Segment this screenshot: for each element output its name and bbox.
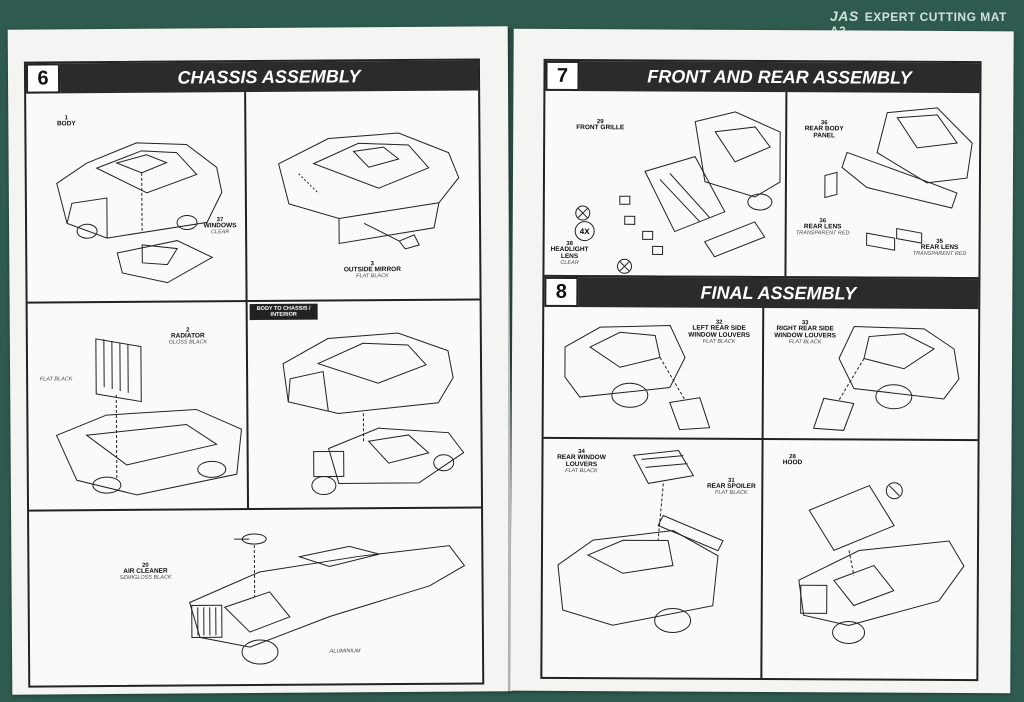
left-louvers-finish: FLAT BLACK bbox=[702, 338, 736, 345]
flat-black-callout: FLAT BLACK bbox=[36, 376, 76, 383]
rear-spoiler-callout: 31 REAR SPOILER FLAT BLACK bbox=[703, 478, 759, 497]
rear-assembly-illustration bbox=[824, 107, 973, 251]
grille-callout: 29 FRONT GRILLE bbox=[575, 119, 625, 132]
body-name: BODY bbox=[56, 120, 76, 128]
mirror-callout: 3 OUTSIDE MIRROR FLAT BLACK bbox=[327, 261, 417, 281]
rear-lens-36-finish: TRANSPARENT RED bbox=[795, 230, 850, 237]
mirror-illustration bbox=[278, 132, 460, 250]
step8-divider-v bbox=[760, 308, 765, 679]
hood-illustration bbox=[798, 482, 965, 644]
step6-divider-1 bbox=[27, 298, 480, 304]
step8-number: 8 bbox=[544, 276, 579, 308]
step8-divider-h bbox=[543, 436, 978, 442]
step6-frame: 6 CHASSIS ASSEMBLY 1 BODY 37 WINDOWS CLE… bbox=[23, 58, 485, 688]
body-callout: 1 BODY bbox=[46, 115, 86, 128]
headlight-callout: 38 HEADLIGHT LENS CLEAR bbox=[546, 241, 592, 267]
right-louvers-name: RIGHT REAR SIDE WINDOW LOUVERS bbox=[774, 325, 837, 340]
rear-panel-name: REAR BODY PANEL bbox=[804, 125, 844, 140]
left-louvers-callout: 32 LEFT REAR SIDE WINDOW LOUVERS FLAT BL… bbox=[684, 320, 754, 346]
body-to-chassis-illustration bbox=[282, 332, 465, 496]
instruction-page-left: 6 CHASSIS ASSEMBLY 1 BODY 37 WINDOWS CLE… bbox=[7, 26, 513, 695]
hood-name: HOOD bbox=[782, 459, 803, 467]
rear-window-louvers-finish: FLAT BLACK bbox=[565, 467, 598, 475]
flat-black-finish: FLAT BLACK bbox=[39, 376, 73, 383]
instruction-page-right: 7 FRONT AND REAR ASSEMBLY 29 FRONT GRILL… bbox=[510, 28, 1014, 694]
step6-title: CHASSIS ASSEMBLY bbox=[177, 65, 361, 88]
step6-divider-2 bbox=[29, 506, 482, 512]
right-louvers-illustration bbox=[812, 325, 960, 431]
body-to-chassis-tag: BODY TO CHASSIS / INTERIOR bbox=[249, 303, 318, 321]
rear-lens-35-finish: TRANSPARENT RED bbox=[912, 250, 967, 258]
left-louvers-illustration bbox=[564, 325, 711, 431]
headlight-name: HEADLIGHT LENS bbox=[550, 246, 589, 261]
hood-callout: 28 HOOD bbox=[777, 454, 807, 467]
front-assembly-illustration bbox=[575, 111, 781, 274]
body-windows-illustration bbox=[56, 142, 223, 284]
radiator-callout: 2 RADIATOR GLOSS BLACK bbox=[158, 327, 218, 346]
step7-frame: 7 FRONT AND REAR ASSEMBLY 29 FRONT GRILL… bbox=[542, 58, 982, 280]
rear-window-louvers-name: REAR WINDOW LOUVERS bbox=[557, 454, 606, 469]
mirror-finish: FLAT BLACK bbox=[356, 273, 389, 280]
rear-window-louvers-callout: 34 REAR WINDOW LOUVERS FLAT BLACK bbox=[551, 449, 611, 475]
mat-brand: JAS bbox=[830, 8, 859, 24]
radiator-finish: GLOSS BLACK bbox=[168, 339, 208, 346]
step8-title: FINAL ASSEMBLY bbox=[700, 282, 857, 303]
right-louvers-finish: FLAT BLACK bbox=[788, 339, 822, 346]
rear-lens-35-callout: 35 REAR LENS TRANSPARENT RED bbox=[905, 239, 975, 258]
aluminium-callout: ALUMINIUM bbox=[320, 648, 370, 655]
rear-spoiler-finish: FLAT BLACK bbox=[714, 489, 748, 497]
grille-name: FRONT GRILLE bbox=[576, 124, 625, 132]
right-louvers-callout: 33 RIGHT REAR SIDE WINDOW LOUVERS FLAT B… bbox=[770, 320, 840, 346]
radiator-chassis-illustration bbox=[55, 338, 243, 496]
step7-header: 7 FRONT AND REAR ASSEMBLY bbox=[545, 60, 980, 94]
step7-title: FRONT AND REAR ASSEMBLY bbox=[647, 65, 912, 88]
windows-finish: CLEAR bbox=[210, 229, 230, 236]
step7-number: 7 bbox=[545, 60, 580, 92]
air-cleaner-finish: SEMIGLOSS BLACK bbox=[119, 574, 172, 582]
step8-frame: 8 FINAL ASSEMBLY 32 LEFT REAR SIDE WINDO… bbox=[540, 274, 981, 682]
windows-callout: 37 WINDOWS CLEAR bbox=[195, 217, 245, 236]
air-cleaner-illustration bbox=[189, 533, 466, 665]
air-cleaner-callout: 20 AIR CLEANER SEMIGLOSS BLACK bbox=[105, 563, 185, 582]
rear-lens-36-callout: 36 REAR LENS TRANSPARENT RED bbox=[793, 218, 853, 237]
rear-window-spoiler-illustration bbox=[557, 450, 724, 634]
headlight-finish: CLEAR bbox=[560, 259, 579, 266]
step6-header: 6 CHASSIS ASSEMBLY bbox=[25, 60, 479, 94]
step6-number: 6 bbox=[25, 63, 61, 94]
four-x-badge: 4X bbox=[574, 221, 595, 242]
step8-header: 8 FINAL ASSEMBLY bbox=[544, 276, 979, 310]
rear-panel-callout: 36 REAR BODY PANEL bbox=[799, 120, 849, 140]
aluminium-finish: ALUMINIUM bbox=[329, 648, 361, 655]
